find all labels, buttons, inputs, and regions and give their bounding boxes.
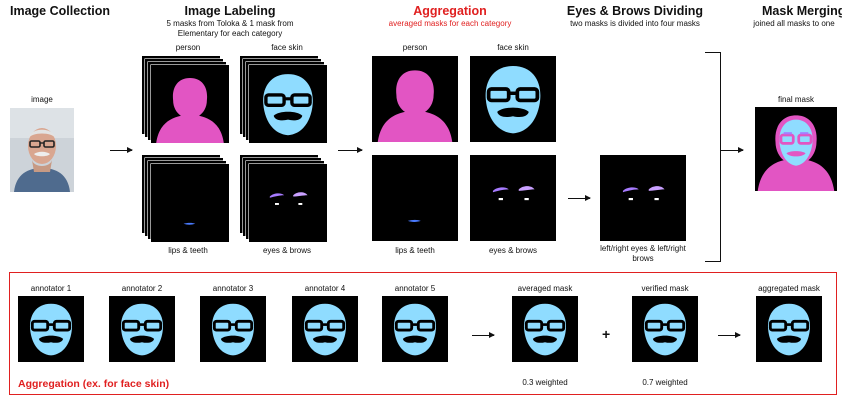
arrow-to-aggregated [718, 332, 741, 338]
aggregation-example-title: Aggregation (ex. for face skin) [18, 378, 170, 390]
aggregated-mask-label: aggregated mask [758, 284, 820, 293]
input-photo [10, 108, 74, 192]
aggregation-example-panel [9, 272, 837, 395]
verified-weight: 0.7 weighted [642, 378, 688, 387]
averaged-mask-label: averaged mask [517, 284, 573, 293]
aggregation-lips-label: lips & teeth [395, 246, 435, 255]
annotator-5-label: annotator 5 [394, 284, 436, 293]
annotator-2-label: annotator 2 [121, 284, 163, 293]
image-labeling-subtitle: 5 masks from Toloka & 1 mask from Elemen… [166, 19, 294, 38]
arrow-to-labeling [110, 147, 133, 153]
image-labeling-title: Image Labeling [184, 4, 276, 18]
final-mask-label: final mask [777, 95, 814, 104]
divided-eyes-mask [600, 155, 686, 241]
mask-merging-subtitle: joined all masks to one [753, 19, 835, 28]
image-label: image [31, 95, 53, 104]
averaged-mask [512, 296, 578, 362]
aggregation-eyes-label: eyes & brows [488, 246, 538, 255]
plus-sign: + [602, 326, 611, 342]
arrow-to-averaged [472, 332, 495, 338]
annotator-3-label: annotator 3 [212, 284, 254, 293]
aggregation-person-label: person [402, 43, 428, 52]
aggregation-eyes-mask [470, 155, 556, 241]
labeling-lips-label: lips & teeth [168, 246, 208, 255]
annotator-2-mask [109, 296, 175, 362]
annotator-1-label: annotator 1 [30, 284, 72, 293]
labeling-eyes-label: eyes & brows [262, 246, 312, 255]
arrow-to-merging [721, 147, 744, 153]
aggregation-person-mask [372, 56, 458, 142]
verified-mask-label: verified mask [641, 284, 689, 293]
aggregation-subtitle: averaged masks for each category [388, 19, 512, 28]
mask-merging-title: Mask Merging [762, 4, 842, 18]
arrow-to-aggregation [338, 147, 363, 153]
aggregation-face-label: face skin [497, 43, 529, 52]
divided-eyes-label: left/right eyes & left/right brows [600, 244, 686, 263]
annotator-4-mask [292, 296, 358, 362]
eyes-brows-title: Eyes & Brows Dividing [566, 4, 704, 18]
annotator-4-label: annotator 4 [304, 284, 346, 293]
aggregation-face-mask [470, 56, 556, 142]
annotator-1-mask [18, 296, 84, 362]
verified-mask [632, 296, 698, 362]
image-collection-title: Image Collection [10, 4, 111, 18]
arrow-to-dividing [568, 195, 591, 201]
annotator-3-mask [200, 296, 266, 362]
aggregation-title: Aggregation [413, 4, 487, 18]
labeling-face-label: face skin [271, 43, 303, 52]
annotator-5-mask [382, 296, 448, 362]
labeling-person-label: person [175, 43, 201, 52]
eyes-brows-subtitle: two masks is divided into four masks [570, 19, 700, 28]
final-mask [755, 107, 837, 191]
aggregation-lips-mask [372, 155, 458, 241]
merge-bracket [705, 52, 721, 262]
averaged-weight: 0.3 weighted [522, 378, 568, 387]
aggregated-mask [756, 296, 822, 362]
